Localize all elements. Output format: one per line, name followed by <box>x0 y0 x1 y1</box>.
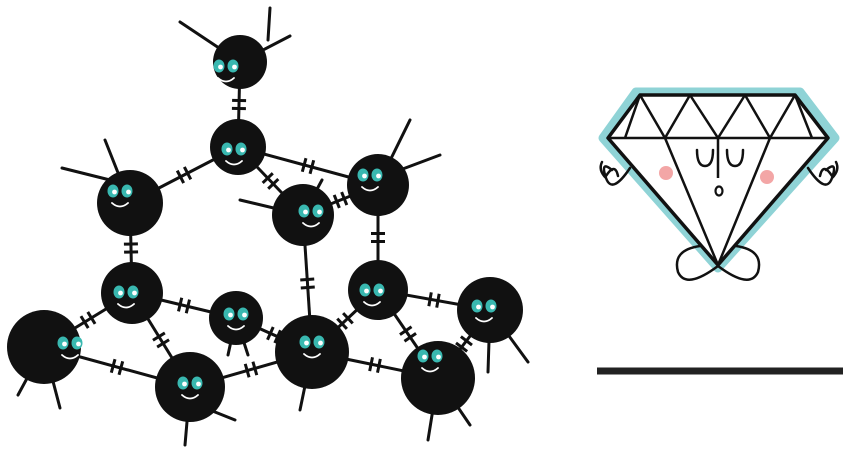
bond-hand-mark <box>156 338 170 349</box>
atom-eye-highlight <box>378 288 383 294</box>
diamond-right-arm <box>806 160 839 186</box>
bond-hand-mark <box>184 299 191 314</box>
bond-hand-mark <box>182 166 193 181</box>
bond-hand-mark <box>152 331 166 342</box>
atom-eye-highlight <box>422 354 427 360</box>
diamond-left-arm <box>599 160 632 186</box>
carbon-atom <box>97 170 163 236</box>
bond-hand-mark <box>177 297 184 312</box>
diamond-left-eye <box>695 148 715 168</box>
atom-eye-highlight <box>303 209 308 215</box>
atom-smile <box>303 353 321 359</box>
bond-hand-mark <box>266 326 275 341</box>
diamond-left-cheek <box>659 166 673 180</box>
atom-eye-highlight <box>226 147 231 153</box>
atom-eye-highlight <box>232 64 237 70</box>
atom-eye-highlight <box>76 341 81 347</box>
diamond-right-cheek <box>760 170 774 184</box>
atom-smile <box>181 394 199 400</box>
atom-eye-highlight <box>240 147 245 153</box>
bond-hand-mark <box>175 169 186 184</box>
bond-hand-mark <box>117 360 125 376</box>
bond-hand-mark <box>86 311 97 325</box>
bond-hand-mark <box>243 363 251 378</box>
atom-eye-highlight <box>242 312 247 318</box>
atom-smile <box>217 77 235 83</box>
bond-hand-mark <box>79 315 90 329</box>
atom-eye-highlight <box>112 189 117 195</box>
atom-eye-highlight <box>182 381 187 387</box>
atom-eye-highlight <box>364 288 369 294</box>
bond-hand-mark <box>109 358 117 374</box>
atom-eye-highlight <box>132 290 137 296</box>
diamond-mouth <box>714 185 724 197</box>
atom-eye-highlight <box>218 64 223 70</box>
atom-smile <box>475 317 493 323</box>
atom-eye-highlight <box>126 189 131 195</box>
atom-limb <box>266 6 272 42</box>
diamond-crossed-legs <box>675 244 761 281</box>
bond-hand-mark <box>336 317 348 330</box>
atom-eye-highlight <box>118 290 123 296</box>
carbon-atom <box>7 310 81 384</box>
atom-smile <box>61 354 79 360</box>
atom-smile <box>117 303 135 309</box>
bond-hand-mark <box>376 358 382 373</box>
diamond-facets <box>608 93 828 266</box>
bond-hand-mark <box>399 325 413 336</box>
bond-hand-mark <box>300 285 315 290</box>
carbon-lattice-group <box>7 6 530 447</box>
bond-hand-mark <box>342 312 354 325</box>
diamond-glow-outline <box>598 87 840 273</box>
atom-smile <box>421 367 439 373</box>
atom-smile <box>361 186 379 192</box>
bond-hand-mark <box>300 277 315 282</box>
bond-hand-mark <box>251 361 259 376</box>
carbon-atom <box>275 315 349 389</box>
carbon-atom <box>209 291 263 345</box>
atom-eye-highlight <box>304 340 309 346</box>
bond-hand-mark <box>332 194 341 209</box>
atom-limb <box>60 166 112 182</box>
bond-hand-mark <box>427 292 433 307</box>
atom-eye-highlight <box>228 312 233 318</box>
atom-eye-highlight <box>362 173 367 179</box>
atom-limb <box>398 153 442 172</box>
atom-eye-highlight <box>318 340 323 346</box>
atom-smile <box>227 325 245 331</box>
atom-eye-highlight <box>490 304 495 310</box>
atom-smile <box>363 301 381 307</box>
atom-eye-highlight <box>62 341 67 347</box>
bond-hand-mark <box>267 177 280 190</box>
atom-eye-highlight <box>196 381 201 387</box>
atom-eye-highlight <box>376 173 381 179</box>
bond-hand-mark <box>455 341 469 353</box>
bond-hand-mark <box>368 357 374 372</box>
bond-hand-mark <box>435 293 441 308</box>
carbon-atom <box>347 154 409 216</box>
atom-smile <box>111 202 129 208</box>
smiling-diamond-character-icon <box>598 87 840 281</box>
atom-eye-highlight <box>317 209 322 215</box>
atom-eye-highlight <box>476 304 481 310</box>
bond-hand-mark <box>340 191 349 206</box>
atom-smile <box>302 222 320 228</box>
atom-smile <box>225 160 243 166</box>
bond-hand-mark <box>273 329 282 344</box>
bond-hand-mark <box>261 172 274 185</box>
bond-hand-mark <box>308 159 316 175</box>
carbon-atom <box>155 352 225 422</box>
bond-hand-mark <box>300 157 308 173</box>
diamond-right-eye <box>725 148 745 168</box>
carbon-atom <box>213 35 267 89</box>
atom-eye-highlight <box>436 354 441 360</box>
bond-hand-mark <box>459 335 473 347</box>
bond-hand-mark <box>403 332 417 343</box>
